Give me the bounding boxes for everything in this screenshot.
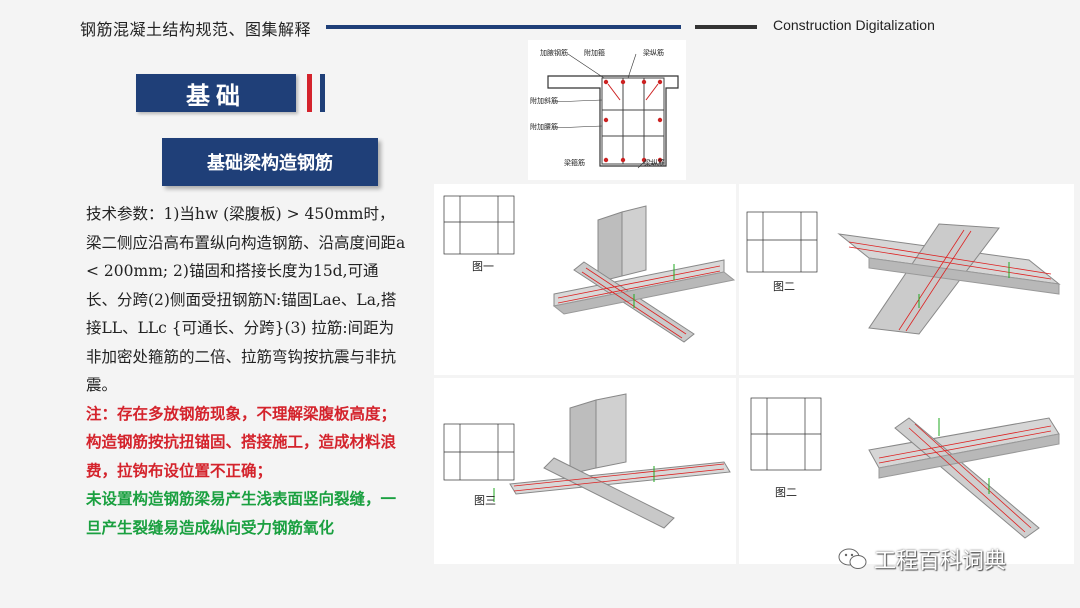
watermark: 工程百科词典	[838, 543, 1006, 575]
panel-caption-2: 图二	[773, 280, 795, 293]
label-beam-longitudinal-bottom: 梁纵筋	[644, 159, 665, 167]
watermark-text: 工程百科词典	[874, 549, 1007, 574]
label-extra-waist: 附加腰筋	[530, 123, 558, 131]
label-haunch-rebar: 加腋钢筋	[540, 49, 568, 57]
consequence-note: 未设置构造钢筋梁易产生浅表面竖向裂缝，一旦产生裂缝易造成纵向受力钢筋氧化	[86, 489, 397, 537]
technical-parameters: 技术参数：1)当hw (梁腹板) > 450mm时，梁二侧应沿高布置纵向构造钢筋…	[86, 205, 406, 394]
diagram-panel-1: 图一	[434, 184, 736, 375]
badge-accent-blue	[320, 74, 325, 112]
label-beam-stirrup: 梁箍筋	[564, 159, 585, 167]
label-extra-diagonal: 附加斜筋	[530, 97, 558, 105]
header-right-text: Construction Digitalization	[773, 17, 935, 33]
header-divider-blue	[326, 25, 681, 29]
header-title: 钢筋混凝土结构规范、图集解释	[80, 20, 312, 39]
wechat-icon	[838, 548, 867, 569]
sub-section-badge: 基础梁构造钢筋	[162, 138, 378, 186]
diagram-panel-4: 图二	[739, 378, 1074, 564]
label-beam-longitudinal-top: 梁纵筋	[643, 49, 664, 57]
warning-note: 注：存在多放钢筋现象，不理解梁腹板高度；构造钢筋按抗扭锚固、搭接施工，造成材料浪…	[86, 403, 397, 480]
panel-caption-4: 图二	[775, 486, 797, 499]
header-divider-grey	[695, 25, 757, 29]
panel-caption-1: 图一	[472, 260, 494, 273]
panel-caption-3: 图三	[474, 494, 496, 507]
badge-accent-red	[307, 74, 312, 112]
section-badge: 基础	[136, 74, 296, 112]
diagram-panel-2: 图二	[739, 184, 1074, 375]
body-text-block: 技术参数：1)当hw (梁腹板) > 450mm时，梁二侧应沿高布置纵向构造钢筋…	[86, 200, 406, 542]
label-extra-stirrup: 附加箍	[584, 49, 605, 57]
beam-cross-section-diagram: 加腋钢筋 附加箍 梁纵筋 附加斜筋 附加腰筋 梁箍筋 梁纵筋	[528, 40, 686, 180]
diagram-panel-3: 图三	[434, 378, 736, 564]
